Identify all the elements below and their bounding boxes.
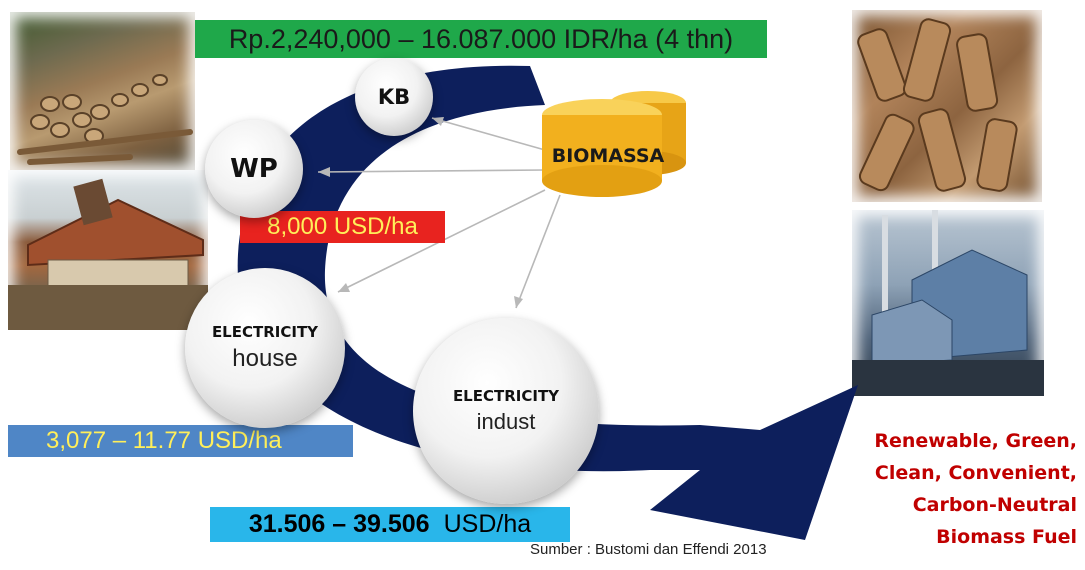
- benefit-line-4: Biomass Fuel: [936, 526, 1077, 548]
- pellets-illustration: [857, 18, 1018, 192]
- indust-value-unit: USD/ha: [443, 510, 532, 538]
- wp-node-label: WP: [230, 154, 278, 184]
- kb-value-banner: Rp.2,240,000 – 16.087.000 IDR/ha (4 thn): [195, 20, 767, 58]
- house-illustration: [8, 178, 208, 330]
- wp-value-text: 8,000 USD/ha: [267, 213, 418, 240]
- wood-pellets-photo: [852, 10, 1042, 202]
- electricity-house-title: ELECTRICITY: [211, 323, 319, 341]
- pointer-line-indust: [515, 194, 561, 309]
- kb-node-label: KB: [377, 85, 411, 109]
- biomassa-label: BIOMASSA: [551, 145, 665, 167]
- indust-value-banner: 31.506 – 39.506 USD/ha: [210, 507, 570, 542]
- electricity-house-sub: house: [232, 345, 298, 372]
- electricity-indust-node: ELECTRICITY indust: [413, 318, 599, 504]
- electricity-indust-sub: indust: [476, 409, 536, 434]
- cycle-arrow: [237, 65, 858, 540]
- benefit-line-3: Carbon-Neutral: [912, 494, 1077, 516]
- benefit-line-1: Renewable, Green,: [874, 430, 1077, 452]
- electricity-house-node: ELECTRICITY house: [185, 268, 345, 428]
- wp-node: WP: [205, 120, 303, 218]
- kb-node: KB: [355, 58, 433, 136]
- benefit-line-2: Clean, Convenient,: [874, 462, 1077, 484]
- house-value-banner: 3,077 – 11.77 USD/ha: [8, 425, 353, 457]
- electricity-indust-title: ELECTRICITY: [452, 387, 560, 405]
- benefits-list: Renewable, Green, Clean, Convenient, Car…: [874, 425, 1077, 553]
- power-plant-illustration: [852, 210, 1044, 396]
- biomassa-cylinder-icon: [542, 91, 686, 197]
- firewood-illustration: [17, 74, 193, 165]
- source-citation: Sumber : Bustomi dan Effendi 2013: [530, 541, 767, 558]
- pointer-line-kb: [431, 117, 546, 151]
- kb-value-text: Rp.2,240,000 – 16.087.000 IDR/ha (4 thn): [228, 23, 734, 54]
- house-value-text: 3,077 – 11.77 USD/ha: [46, 427, 282, 454]
- wp-value-banner: 8,000 USD/ha: [240, 211, 445, 243]
- kiln-house-photo: [8, 170, 208, 330]
- firewood-stack-photo: [10, 12, 195, 170]
- power-plant-photo: [852, 210, 1044, 396]
- pointer-line-wp: [317, 169, 546, 173]
- indust-value-bold: 31.506 – 39.506: [248, 510, 430, 538]
